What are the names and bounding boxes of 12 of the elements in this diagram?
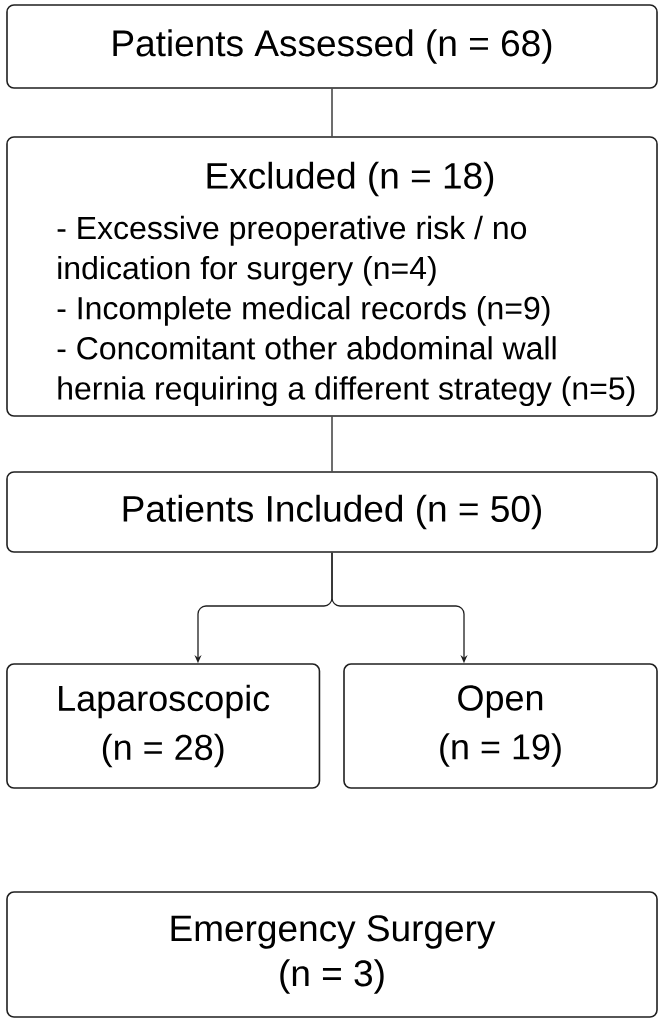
flowchart-box: Patients Assessed (n = 68) bbox=[6, 4, 658, 89]
list-item: - Concomitant other abdominal wall hernia requiring a different strategy (n=5) bbox=[57, 336, 635, 407]
flowchart-box: Open (n = 19) bbox=[343, 663, 658, 789]
flowchart-box: Emergency Surgery (n = 3) bbox=[6, 891, 658, 1018]
list-item: - Excessive preoperative risk / no indication for surgery (n=4) bbox=[57, 215, 527, 286]
flowchart-box bbox=[6, 136, 658, 417]
connector-line bbox=[331, 416, 333, 472]
connector-line bbox=[331, 88, 333, 137]
list-item: - Incomplete medical records (n=9) bbox=[57, 296, 550, 326]
flowchart-box: Patients Included (n = 50) bbox=[6, 471, 658, 553]
flowchart-box: Laparoscopic (n = 28) bbox=[6, 663, 321, 789]
box-heading: Excluded (n = 18) bbox=[207, 161, 494, 197]
